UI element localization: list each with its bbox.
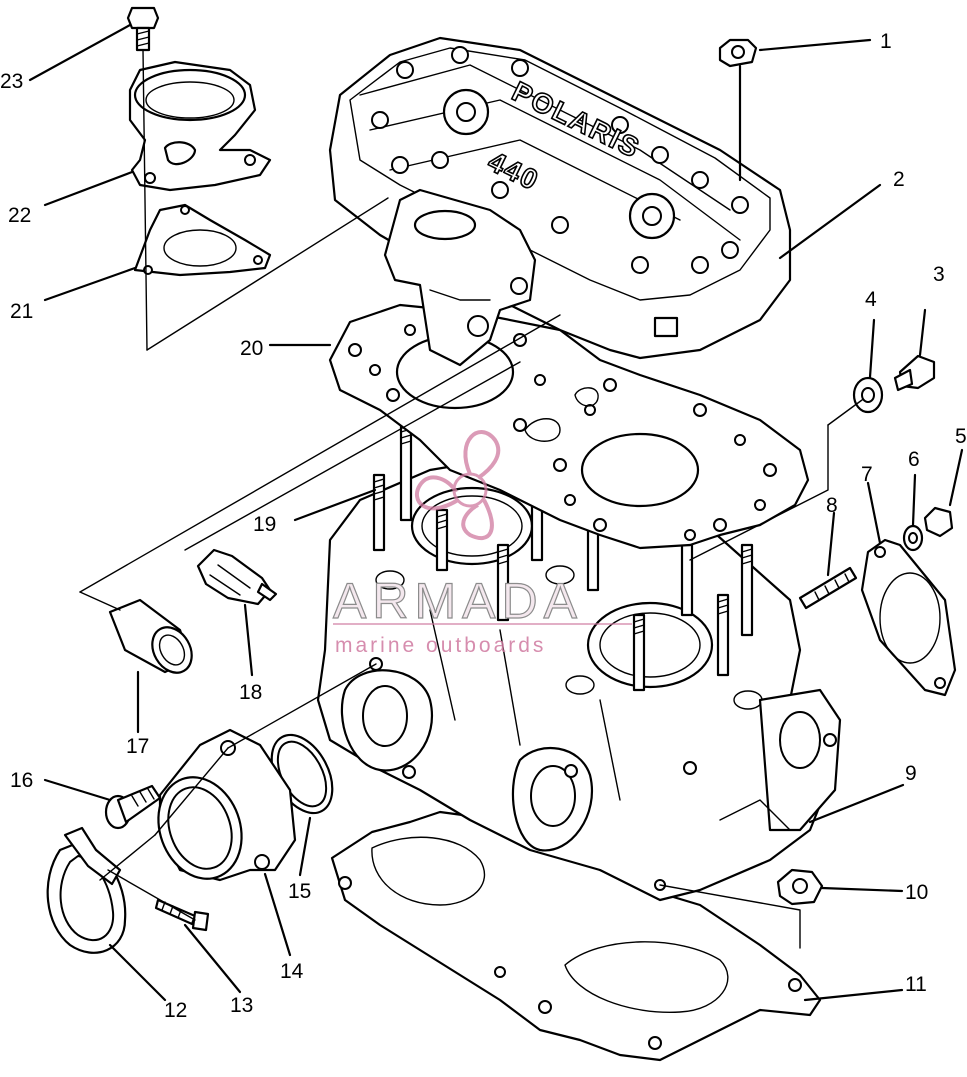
callout-3: 3 bbox=[933, 263, 945, 286]
callout-16: 16 bbox=[10, 769, 33, 792]
callout-2: 2 bbox=[893, 168, 905, 191]
callout-17: 17 bbox=[126, 735, 149, 758]
thermostat-gasket bbox=[133, 203, 272, 277]
watermark-logo bbox=[414, 430, 501, 541]
watermark-name: ARMADA bbox=[333, 573, 583, 629]
water-outlet-manifold bbox=[383, 188, 537, 367]
callout-labels: 1 2 3 4 5 6 7 8 9 10 11 12 13 14 15 16 1… bbox=[0, 30, 967, 1022]
sealing-washer bbox=[852, 376, 884, 414]
callout-20: 20 bbox=[240, 337, 263, 360]
exhaust-manifold-adapter bbox=[157, 728, 297, 882]
callout-13: 13 bbox=[230, 994, 253, 1017]
callout-15: 15 bbox=[288, 880, 311, 903]
exhaust-clamp bbox=[46, 826, 127, 954]
water-sleeve bbox=[108, 598, 193, 674]
intake-gasket bbox=[860, 538, 957, 697]
watermark-tagline: marine outboards bbox=[335, 634, 546, 657]
callout-19: 19 bbox=[253, 513, 276, 536]
assembly-lines bbox=[79, 49, 863, 949]
callout-23: 23 bbox=[0, 70, 23, 93]
base-nut bbox=[776, 868, 824, 906]
callout-8: 8 bbox=[826, 494, 838, 517]
callout-9: 9 bbox=[905, 762, 917, 785]
callout-6: 6 bbox=[908, 448, 920, 471]
cylinder-head-cover: POLARIS 440 bbox=[328, 36, 792, 360]
clamp-screw bbox=[154, 898, 210, 932]
leader-lines bbox=[28, 23, 964, 1002]
callout-21: 21 bbox=[10, 300, 33, 323]
cover-nut bbox=[718, 38, 758, 68]
flange-nut bbox=[923, 506, 954, 538]
lock-washer bbox=[902, 524, 924, 552]
callout-14: 14 bbox=[280, 960, 304, 983]
callout-1: 1 bbox=[880, 30, 892, 53]
callout-12: 12 bbox=[164, 999, 187, 1022]
callout-10: 10 bbox=[905, 881, 928, 904]
intake-stud bbox=[798, 566, 858, 610]
callout-11: 11 bbox=[905, 973, 927, 996]
head-gasket bbox=[328, 303, 810, 550]
watermark: ARMADA marine outboards bbox=[332, 430, 632, 657]
callout-5: 5 bbox=[955, 425, 967, 448]
housing-bolt bbox=[126, 6, 160, 52]
temperature-fitting bbox=[893, 354, 936, 392]
temperature-sender bbox=[196, 548, 278, 606]
callout-18: 18 bbox=[239, 681, 262, 704]
callout-22: 22 bbox=[8, 204, 31, 227]
thermostat-housing bbox=[128, 60, 272, 192]
adapter-bolt bbox=[104, 784, 162, 830]
callout-4: 4 bbox=[865, 288, 877, 311]
callout-7: 7 bbox=[861, 463, 873, 486]
